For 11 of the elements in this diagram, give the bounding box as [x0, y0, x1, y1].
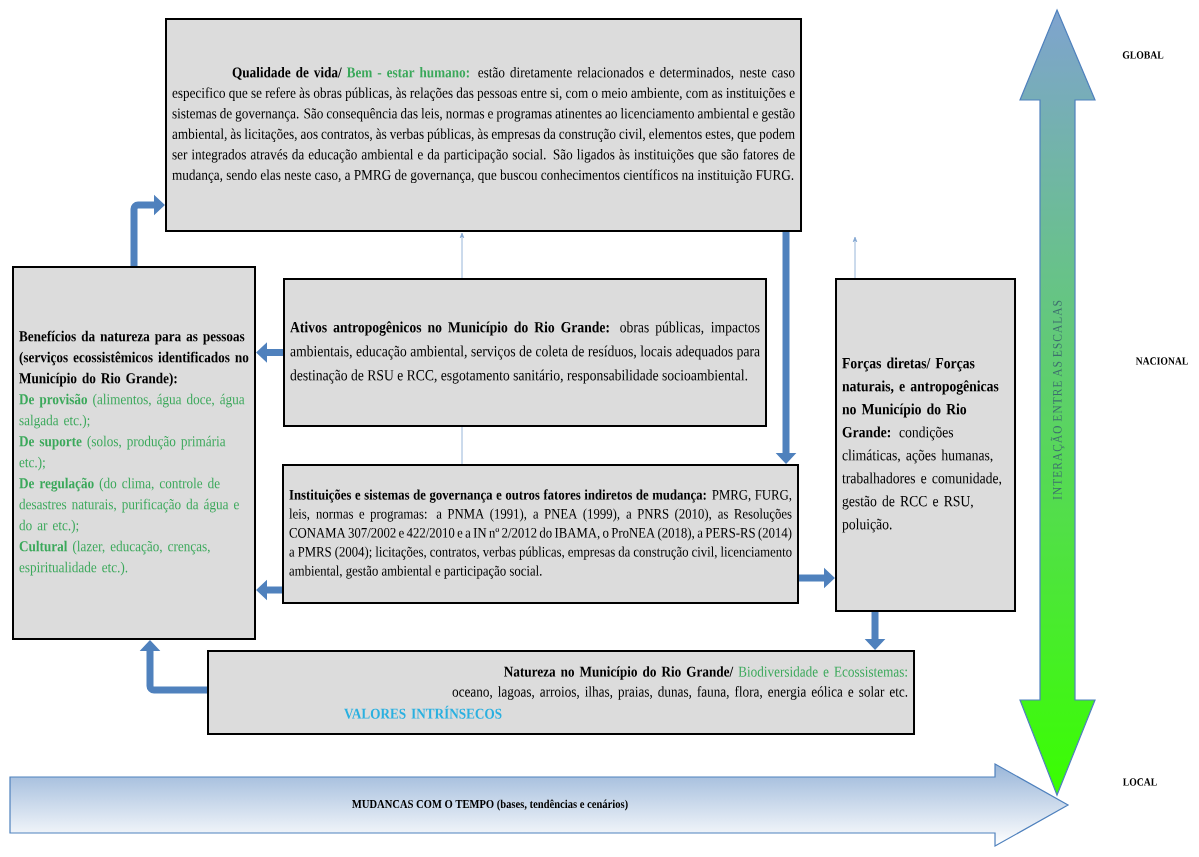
arrow — [852, 236, 858, 279]
text-box: Benefícios da natureza para as pessoas (serviços ecossistêmicos identificados no Município do Rio Grande): De provisão (alimentos, água doce, água salgada etc.); De suporte (solos, produção primária etc.); De regulação (do clima, controle de desastres naturais, purificação da água e do ar etc.); Cultural (lazer, educação, crenças, espiritualidade etc.). — [12, 266, 256, 640]
text-box: Ativos antropogênicos no Município do Rio Grande: obras públicas, impactos ambientais, educação ambiental, serviços de coleta de resíduos, locais adequados para destinação de RSU e RCC, esgotamento sanitário, responsabilidade socioambiental. — [283, 278, 767, 427]
scale-label: NACIONAL — [1135, 357, 1188, 365]
text-box: Natureza no Município do Rio Grande/ Biodiversidade e Ecossistemas: oceano, lagoas, arroios, ilhas, praias, dunas, fauna, flora, energia eólica e solar etc. VALORES INTRÍNSECOS — [207, 650, 915, 735]
arrow — [459, 232, 465, 279]
text-box: Instituições e sistemas de governança e outros fatores indiretos de mudança: PMRG, FURG, leis, normas e programas: a PNMA (1991), a PNEA (1999), a PNRS (2010), as Resoluções CONAMA 307/2002 e 422/2010 e a IN nº 2/2012 do IBAMA, o ProNEA (2018), a PERS-RS (2014) a PMRS (2004); licitações, contratos, verbas públicas, empresas da construção civil, licenciamento ambiental, gestão ambiental e participação social. — [282, 464, 799, 604]
scale-label: LOCAL — [1122, 778, 1157, 786]
scale-label: GLOBAL — [1122, 51, 1164, 59]
text-box: Qualidade de vida/ Bem - estar humano: estão diretamente relacionados e determinados, neste caso especifico que se refere às obras públicas, às relações das pessoas entre si, com o meio ambiente, com as instituições e sistemas de governança. São consequência das leis, normas e programas atinentes ao licenciamento ambiental e gestão ambiental, às licitações, aos contratos, às verbas públicas, às empresas da construção civil, elementos estes, que podem ser integrados através da educação ambiental e da participação social. São ligados às instituições que são fatores de mudança, sendo elas neste caso, a PMRG de governança, que buscou conhecimentos científicos na instituição FURG. — [165, 18, 802, 232]
text-box: Forças diretas/ Forças naturais, e antropogênicas no Município do Rio Grande: condições climáticas, ações humanas, trabalhadores e comunidade, gestão de RCC e RSU, poluição. — [835, 278, 1016, 612]
